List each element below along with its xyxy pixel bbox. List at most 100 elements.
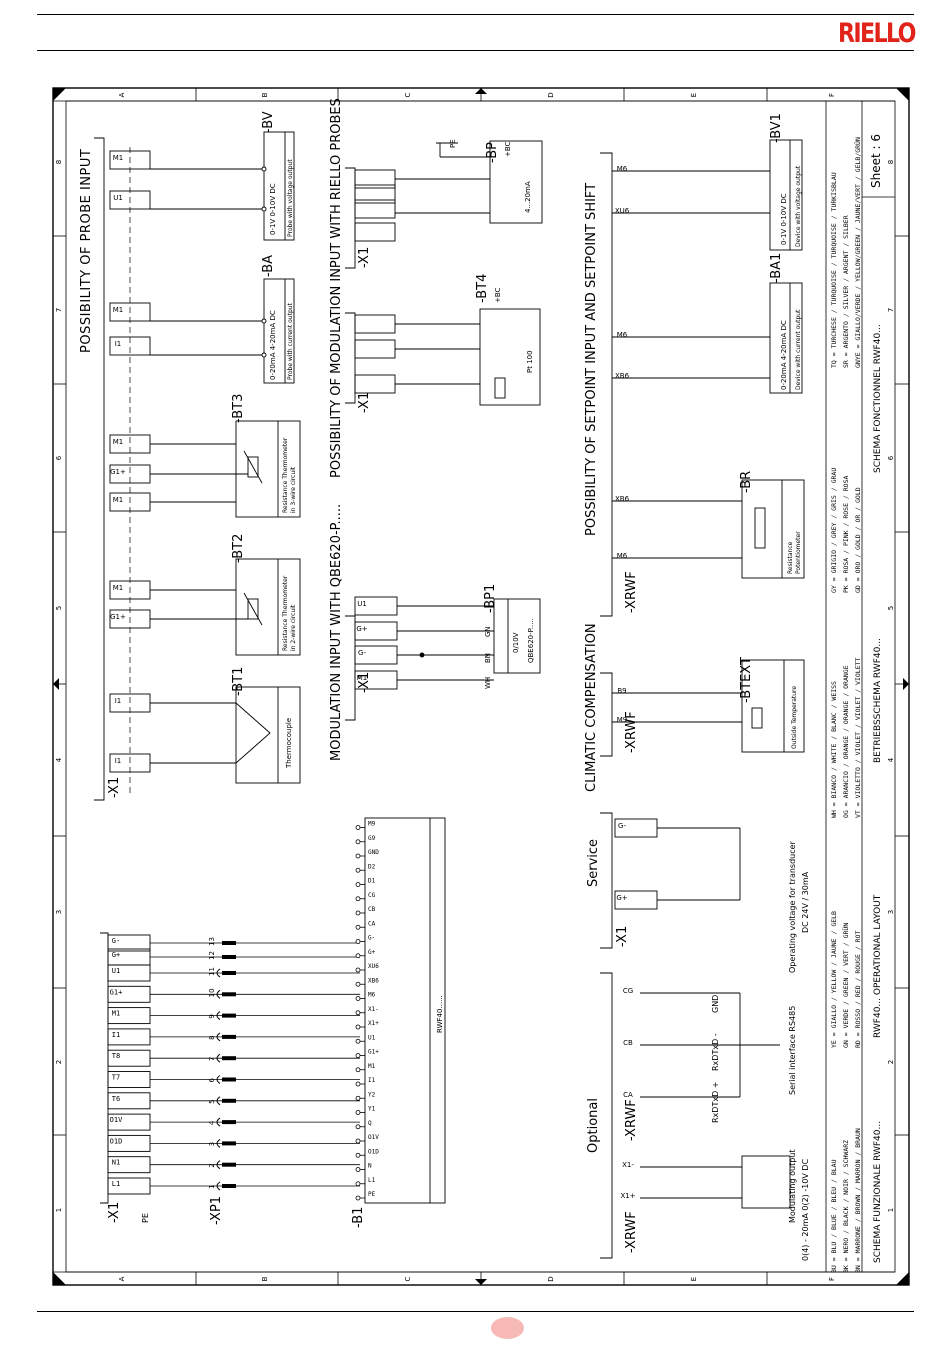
- probe-terminal-label: G1+: [110, 613, 126, 621]
- qbe620-terminal-block: [345, 596, 398, 721]
- bp-terminal-block: [345, 167, 396, 269]
- optional-pin: CB: [623, 1039, 633, 1047]
- probe-terminal-label: M1: [113, 438, 124, 446]
- b1-pin-label: CG: [368, 892, 376, 899]
- setpoint-pin: M6: [617, 165, 628, 173]
- b1-pin-terminal: [355, 1195, 361, 1201]
- row-label-left: 6: [55, 455, 63, 460]
- service-x1-tag: -X1: [615, 926, 630, 947]
- b1-pin-label: O1D: [368, 1148, 379, 1155]
- b1-pin-label: D1: [368, 878, 376, 885]
- row-label-left: 1: [55, 1208, 63, 1212]
- x1-main-terminal-label: U1: [112, 967, 120, 975]
- optional-pin: X1-: [622, 1161, 634, 1169]
- xp1-pin-number: 11: [208, 967, 216, 976]
- x1-main-terminal-label: T8: [112, 1052, 120, 1060]
- b1-pin-terminal: [355, 939, 361, 944]
- setpoint-xrwf-tag: -XRWF: [624, 571, 639, 613]
- x1-main-terminal-label: N1: [112, 1159, 120, 1167]
- b1-pin-label: G-: [368, 935, 375, 942]
- xp1-pin-number: 1: [208, 1185, 216, 1189]
- transducer-note-1: Operating voltage for transducer: [788, 840, 797, 973]
- b1-pin-terminal: [355, 1152, 361, 1158]
- btext-sensor: [741, 659, 805, 753]
- x1-probe-tag: -X1: [107, 777, 122, 798]
- bt4-range: Pt 100: [526, 350, 534, 373]
- row-label-left: 7: [55, 308, 63, 312]
- bp-tag: -BP: [485, 142, 500, 163]
- bv-probe: [150, 131, 295, 241]
- transducer-note-2: DC 24V / 30mA: [801, 871, 810, 933]
- section-title-optional: Optional: [586, 1098, 601, 1153]
- bv1-range: 0-1V 0-10V DC: [780, 193, 788, 245]
- b1-pin-terminal: [355, 924, 361, 930]
- title-it: SCHEMA FUNZIONALE RWF40...: [873, 1121, 883, 1263]
- b1-pin-terminal: [355, 839, 361, 845]
- b1-pin-terminal: [355, 896, 361, 902]
- b1-pin-label: Y1: [368, 1106, 376, 1113]
- b1-pin-label: Q: [368, 1120, 372, 1127]
- setpoint-pin: XU6: [615, 207, 630, 215]
- footer-rule: [37, 1311, 914, 1312]
- b1-pin-label: G9: [368, 835, 376, 842]
- xp1-connector: [222, 1184, 236, 1188]
- row-label-left: 3: [55, 910, 63, 914]
- b1-pin-label: M1: [368, 1063, 376, 1070]
- legend-entry: RD = ROSSO / RED / ROUGE / ROT: [854, 931, 862, 1048]
- col-label-bottom: A: [118, 1276, 126, 1281]
- optional-xrwf-tag-1: -XRWF: [624, 1211, 639, 1253]
- probe-terminal-label: M1: [113, 306, 124, 314]
- xp1-pin-number: 7: [208, 1057, 216, 1061]
- btext-tag: -BTEXT: [739, 657, 754, 703]
- section-title-climatic: CLIMATIC COMPENSATION: [584, 623, 599, 792]
- setpoint-pin: M6: [617, 331, 628, 339]
- row-label-right: 6: [887, 455, 895, 460]
- b1-pins: PEL1NO1DO1VQY1Y2I1M1G1+U1X1+X1-M6XB6XU6G…: [355, 821, 379, 1201]
- climatic-pin: B9: [617, 687, 626, 695]
- x1-main-terminal-label: G+: [112, 951, 120, 959]
- ba1-device: [612, 282, 803, 394]
- page-number-badge: [491, 1317, 524, 1339]
- rxd-neg-label: RxDTxD -: [711, 1033, 720, 1071]
- probe-terminal-label: I1: [115, 697, 122, 705]
- col-label-bottom: D: [547, 1276, 555, 1281]
- xp1-connector: [222, 971, 236, 975]
- b1-pin-label: O1V: [368, 1134, 379, 1141]
- b1-pin-terminal: [355, 1081, 361, 1087]
- bt2-tag: -BT2: [231, 534, 246, 563]
- bv-range: 0-1V 0-10V DC: [269, 183, 277, 235]
- optional-pin: CG: [623, 987, 633, 995]
- legend-entry: BK = NERO / BLACK / NOIR / SCHWARZ: [842, 1140, 850, 1273]
- row-label-right: 2: [887, 1060, 895, 1064]
- frame-corner-marks: [53, 88, 909, 1285]
- bt2-probe: [150, 558, 301, 656]
- legend-entry: GY = GRIGIO / GREY / GRIS / GRAU: [830, 468, 838, 593]
- col-label-bottom: F: [828, 1277, 836, 1281]
- row-label-right: 4: [887, 757, 895, 762]
- b1-pin-terminal: [355, 1095, 361, 1101]
- col-label-top: F: [828, 93, 836, 97]
- xp1-pin-number: 6: [208, 1078, 216, 1083]
- rs485-note: Serial interface RS485: [788, 1006, 797, 1095]
- b1-pin-terminal: [355, 882, 361, 887]
- legend-entry: GD = ORO / GOLD / OR / GOLD: [854, 487, 862, 593]
- col-label-bottom: C: [404, 1276, 412, 1281]
- row-label-right: 7: [887, 308, 895, 312]
- b1-pin-label: X1-: [368, 1006, 379, 1013]
- b1-pin-terminal: [355, 1024, 361, 1030]
- b1-pin-label: L1: [368, 1177, 376, 1184]
- br-tag: -BR: [739, 471, 754, 493]
- legend-entry: BN = MARRONE / BROWN / MARRON / BRAUN: [854, 1128, 862, 1273]
- xp1-connector: [222, 1013, 236, 1018]
- xp1-connector: [222, 1098, 236, 1103]
- b1-pin-terminal: [355, 1110, 361, 1115]
- x1-main-terminal-label: L1: [112, 1180, 120, 1188]
- br-label-1: Resistance: [787, 541, 794, 574]
- optional-block: [600, 972, 791, 1259]
- section-title-service: Service: [586, 839, 601, 887]
- bt4-terminal-block: [345, 312, 396, 404]
- bp-range: 4...20mA: [524, 181, 532, 213]
- br-potentiometer: [612, 479, 805, 579]
- xp1-pin-number: 5: [208, 1099, 216, 1103]
